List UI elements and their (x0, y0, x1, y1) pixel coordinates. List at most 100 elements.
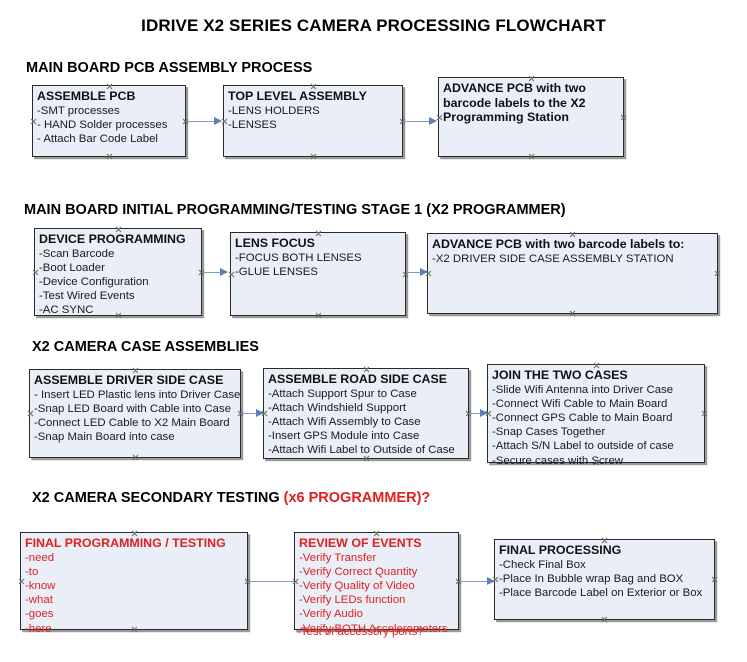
connection-handle-right[interactable] (701, 410, 708, 417)
connection-handle-bottom[interactable] (310, 153, 317, 160)
node-line: -here (25, 622, 52, 635)
node-advance-pcb-programming-station[interactable]: ADVANCE PCB with two barcode labels to t… (438, 77, 624, 157)
node-line: -goes (25, 608, 54, 621)
node-title: REVIEW OF EVENTS (299, 536, 422, 550)
arrowhead-icon (429, 117, 437, 125)
node-line: -Snap LED Board with Cable into Case (34, 402, 231, 415)
connector-assemble-pcb-to-top-level-assembly (187, 117, 222, 125)
connection-handle-right[interactable] (714, 270, 721, 277)
node-line: -X2 DRIVER SIDE CASE ASSEMBLY STATION (432, 252, 674, 265)
node-review-of-events[interactable]: REVIEW OF EVENTS -Verify Transfer -Verif… (294, 532, 459, 635)
node-line: -Insert GPS Module into Case (268, 430, 420, 443)
page-title: IDRIVE X2 SERIES CAMERA PROCESSING FLOWC… (141, 16, 606, 35)
connection-handle-left[interactable] (18, 578, 25, 585)
section-heading-text: X2 CAMERA SECONDARY TESTING (32, 490, 284, 506)
section-heading-text: MAIN BOARD PCB ASSEMBLY PROCESS (26, 60, 313, 76)
node-assemble-driver-side-case[interactable]: ASSEMBLE DRIVER SIDE CASE - Insert LED P… (29, 369, 241, 458)
section-heading-camera-case-assemblies: X2 CAMERA CASE ASSEMBLIES (32, 339, 259, 355)
connection-handle-bottom[interactable] (569, 310, 576, 317)
node-line: -what (25, 594, 53, 607)
node-title: JOIN THE TWO CASES (492, 368, 628, 382)
node-line: -Attach S/N Label to outside of case (492, 440, 674, 453)
node-final-processing[interactable]: FINAL PROCESSING -Check Final Box -Place… (494, 539, 715, 620)
node-line: -Connect Wifi Cable to Main Board (492, 397, 668, 410)
node-title: ASSEMBLE DRIVER SIDE CASE (34, 373, 224, 387)
node-line: -FOCUS BOTH LENSES (235, 251, 362, 264)
section-heading-initial-programming-testing: MAIN BOARD INITIAL PROGRAMMING/TESTING S… (24, 202, 566, 218)
arrowhead-icon (220, 268, 228, 276)
node-line: -Secure cases with Screw (492, 454, 624, 467)
connector-top-level-assembly-to-advance-pcb (404, 117, 437, 125)
node-title: DEVICE PROGRAMMING (39, 232, 186, 246)
connection-handle-bottom[interactable] (315, 312, 322, 319)
node-line: -Verify LEDs function (299, 594, 406, 607)
node-line: -Device Configuration (39, 275, 149, 288)
connection-handle-left[interactable] (228, 271, 235, 278)
section-heading-text: MAIN BOARD INITIAL PROGRAMMING/TESTING S… (24, 202, 566, 218)
node-line: -Verify BOTH Accelerometers (299, 622, 448, 635)
arrowhead-icon (480, 409, 488, 417)
section-heading-accent: (x6 PROGRAMMER)? (283, 490, 431, 506)
arrowhead-icon (487, 577, 495, 585)
node-title: ADVANCE PCB with two barcode labels to t… (443, 81, 586, 124)
section-heading-text: X2 CAMERA CASE ASSEMBLIES (32, 339, 259, 355)
arrowhead-icon (420, 268, 428, 276)
node-line: -Attach Wifi Label to Outside of Case (268, 444, 455, 457)
connection-handle-bottom[interactable] (132, 454, 139, 461)
node-line: -Attach Wifi Assembly to Case (268, 415, 421, 428)
node-title: LENS FOCUS (235, 236, 315, 250)
node-line: -AC SYNC (39, 304, 94, 317)
section-heading-secondary-testing: X2 CAMERA SECONDARY TESTING (x6 PROGRAMM… (32, 490, 430, 506)
node-line: -Scan Barcode (39, 247, 115, 260)
connector-driver-side-to-road-side (242, 409, 264, 417)
section-heading-main-board-pcb-assembly: MAIN BOARD PCB ASSEMBLY PROCESS (26, 60, 312, 76)
node-title: TOP LEVEL ASSEMBLY (228, 89, 367, 103)
node-line: -Connect GPS Cable to Main Board (492, 411, 673, 424)
connector-lens-focus-to-advance-pcb-driver-side (407, 268, 428, 276)
node-line: -Verify Transfer (299, 551, 377, 564)
node-line: -Verify Quality of Video (299, 579, 415, 592)
node-top-level-assembly[interactable]: TOP LEVEL ASSEMBLY -LENS HOLDERS -LENSES (223, 85, 403, 157)
node-line: -to (25, 565, 39, 578)
node-line: -Verify Audio (299, 608, 363, 621)
node-join-the-two-cases[interactable]: JOIN THE TWO CASES -Slide Wifi Antenna i… (487, 364, 708, 467)
node-assemble-road-side-case[interactable]: ASSEMBLE ROAD SIDE CASE -Attach Support … (263, 368, 469, 459)
node-line: -Connect LED Cable to X2 Main Board (34, 416, 230, 429)
node-lens-focus[interactable]: LENS FOCUS -FOCUS BOTH LENSES -GLUE LENS… (230, 232, 406, 316)
node-line: -Place In Bubble wrap Bag and BOX (499, 572, 684, 585)
node-line: -Slide Wifi Antenna into Driver Case (492, 383, 674, 396)
node-assemble-pcb[interactable]: ASSEMBLE PCB -SMT processes - HAND Solde… (32, 85, 186, 157)
node-line: -Attach Support Spur to Case (268, 387, 417, 400)
connection-handle-right[interactable] (711, 576, 718, 583)
node-line: -LENSES (228, 118, 277, 131)
connection-handle-bottom[interactable] (528, 153, 535, 160)
node-line: -Boot Loader (39, 261, 105, 274)
node-device-programming[interactable]: DEVICE PROGRAMMING -Scan Barcode -Boot L… (34, 228, 202, 316)
node-advance-pcb-driver-side-case[interactable]: ADVANCE PCB with two barcode labels to: … (427, 233, 718, 314)
node-line: -Test Wired Events (39, 290, 135, 303)
node-title: ASSEMBLE ROAD SIDE CASE (268, 372, 447, 386)
node-title: ADVANCE PCB with two barcode labels to: (432, 237, 685, 251)
node-title: FINAL PROCESSING (499, 543, 622, 557)
arrowhead-icon (214, 117, 222, 125)
node-line: -Place Barcode Label on Exterior or Box (499, 586, 703, 599)
node-line: -Snap Main Board into case (34, 431, 175, 444)
node-final-programming-testing[interactable]: FINAL PROGRAMMING / TESTING -need -to -k… (18, 532, 248, 635)
connection-handle-left[interactable] (30, 118, 37, 125)
connection-handle-bottom[interactable] (106, 153, 113, 160)
node-line: -Verify Correct Quantity (299, 565, 418, 578)
connector-final-programming-to-review-of-events (249, 581, 295, 582)
node-line: - Attach Bar Code Label (37, 132, 158, 145)
connection-handle-right[interactable] (620, 114, 627, 121)
connection-handle-left[interactable] (27, 410, 34, 417)
connection-handle-bottom[interactable] (601, 616, 608, 623)
node-line: -GLUE LENSES (235, 265, 318, 278)
connector-review-of-events-to-final-processing (460, 577, 495, 585)
connection-handle-left[interactable] (32, 269, 39, 276)
node-line: - Insert LED Plastic lens into Driver Ca… (34, 388, 241, 401)
node-title: ASSEMBLE PCB (37, 89, 136, 103)
node-line: -Attach Windshield Support (268, 401, 407, 414)
node-line: -Check Final Box (499, 558, 586, 571)
node-line: -SMT processes (37, 104, 120, 117)
